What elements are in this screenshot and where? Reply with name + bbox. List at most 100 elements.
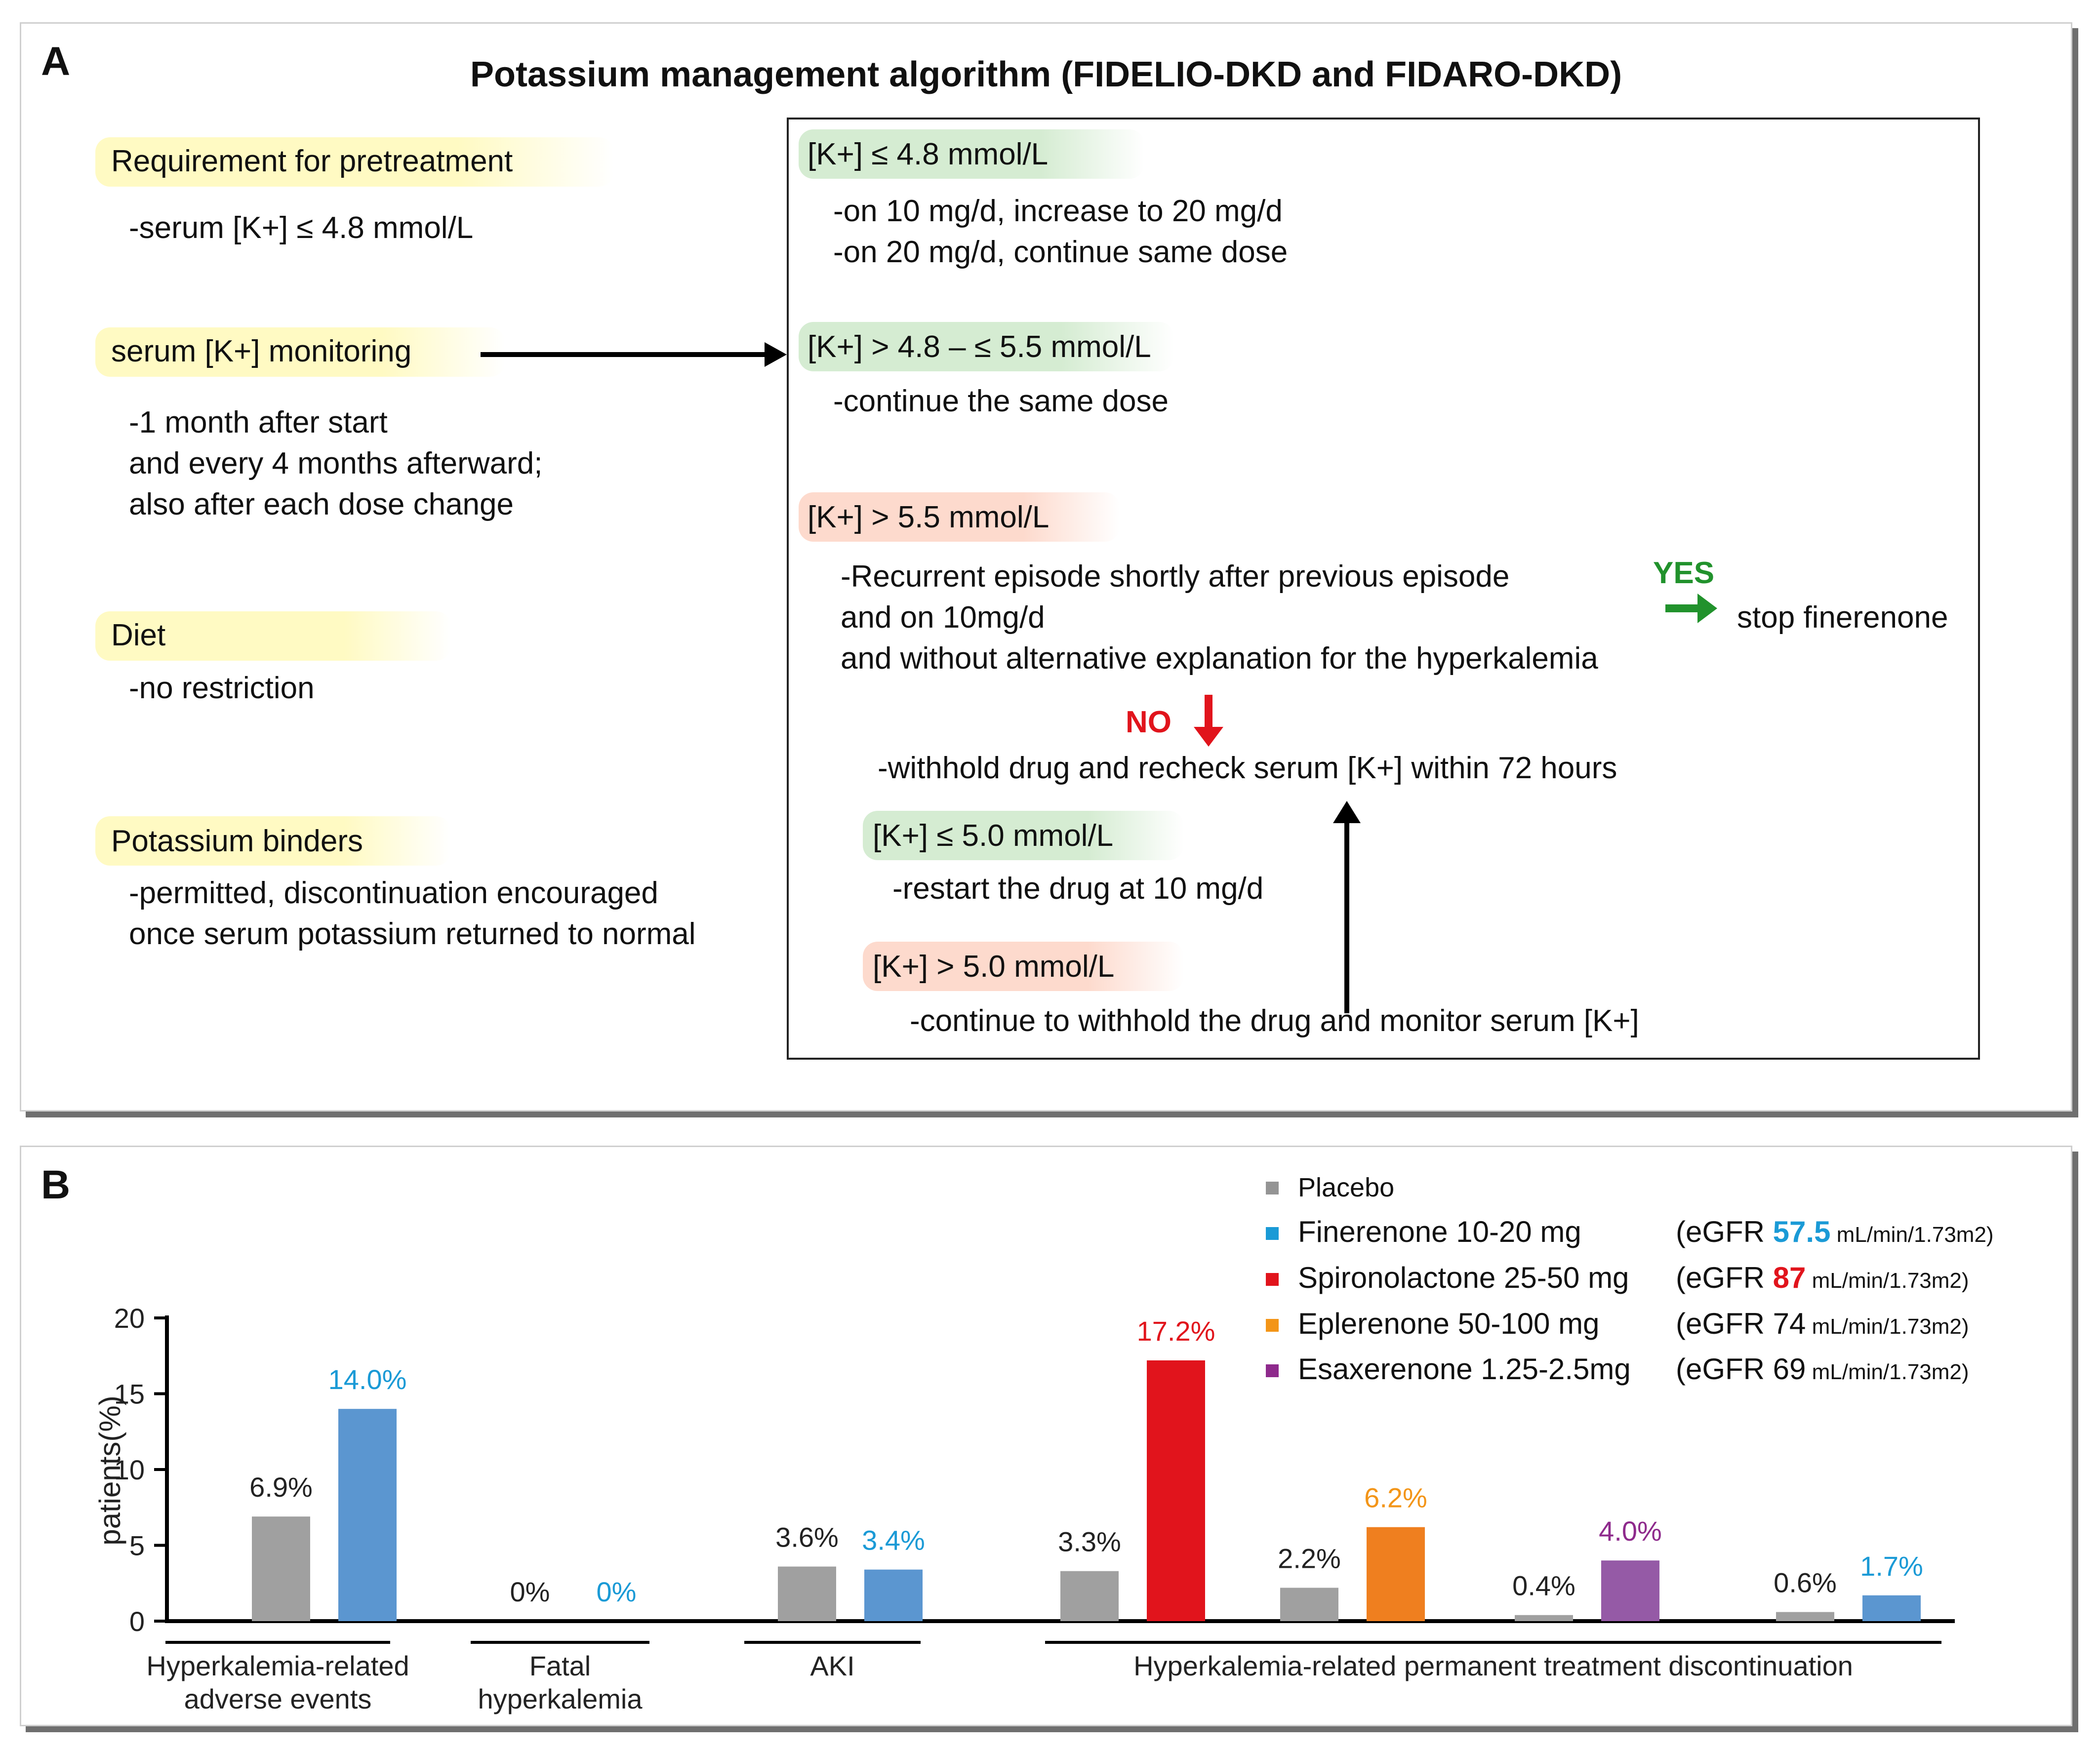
binders-line-1: -permitted, discontinuation encouraged bbox=[129, 876, 658, 910]
legend-label-eplerenone: Eplerenone 50-100 mg bbox=[1298, 1307, 1600, 1340]
bar-value-label: 0% bbox=[597, 1576, 637, 1607]
highlight-monitoring bbox=[95, 327, 505, 377]
highlight-k-gt-50 bbox=[863, 942, 1184, 991]
k-gt-55-line-2: and on 10mg/d bbox=[841, 600, 1045, 635]
bar bbox=[252, 1516, 310, 1621]
bar-value-label: 3.4% bbox=[862, 1525, 925, 1556]
bar-value-label: 0% bbox=[510, 1576, 550, 1607]
legend-swatch-eplerenone bbox=[1266, 1319, 1279, 1332]
bar bbox=[1601, 1560, 1659, 1621]
yes-label: YES bbox=[1653, 556, 1715, 590]
bar-value-label: 2.2% bbox=[1278, 1543, 1341, 1574]
bar-value-label: 4.0% bbox=[1599, 1515, 1662, 1547]
bar bbox=[778, 1566, 836, 1621]
k-le-50-line: -restart the drug at 10 mg/d bbox=[892, 872, 1264, 906]
legend-swatch-finerenone bbox=[1266, 1227, 1279, 1240]
bar-value-label: 17.2% bbox=[1137, 1315, 1215, 1347]
egfr-value-spironolactone: 87 bbox=[1773, 1261, 1806, 1294]
y-tick-label: 0 bbox=[129, 1606, 145, 1637]
bar bbox=[1147, 1360, 1205, 1621]
y-axis-label: patients(%) bbox=[93, 1395, 126, 1545]
legend-egfr-esaxerenone: (eGFR 69 mL/min/1.73m2) bbox=[1676, 1352, 1969, 1386]
group-label: Hyperkalemia-related bbox=[146, 1650, 409, 1681]
monitoring-line-3: also after each dose change bbox=[129, 487, 514, 521]
diet-text: -no restriction bbox=[129, 671, 315, 705]
highlight-k-le-48 bbox=[799, 129, 1144, 179]
panel-a: A Potassium management algorithm (FIDELI… bbox=[20, 22, 2072, 1112]
monitoring-heading: serum [K+] monitoring bbox=[111, 334, 412, 368]
legend-egfr-spironolactone: (eGFR 87 mL/min/1.73m2) bbox=[1676, 1261, 1969, 1294]
egfr-value-esaxerenone: 69 bbox=[1773, 1352, 1806, 1386]
highlight-pretreatment bbox=[95, 137, 614, 187]
legend-egfr-eplerenone: (eGFR 74 mL/min/1.73m2) bbox=[1676, 1307, 1969, 1340]
legend-swatch-spironolactone bbox=[1266, 1273, 1279, 1286]
bar-value-label: 6.2% bbox=[1364, 1482, 1427, 1513]
monitoring-line-2: and every 4 months afterward; bbox=[129, 446, 543, 480]
bar bbox=[1515, 1615, 1573, 1621]
binders-line-2: once serum potassium returned to normal bbox=[129, 917, 696, 951]
egfr-value-finerenone: 57.5 bbox=[1773, 1215, 1831, 1248]
arrow-to-algorithm bbox=[481, 342, 787, 367]
bar bbox=[1060, 1571, 1119, 1621]
k-gt-55-line-3: and without alternative explanation for … bbox=[841, 641, 1598, 676]
k-48-55-label: [K+] > 4.8 – ≤ 5.5 mmol/L bbox=[808, 330, 1151, 364]
panel-label-b: B bbox=[41, 1162, 71, 1207]
panel-a-title: Potassium management algorithm (FIDELIO-… bbox=[470, 55, 1622, 94]
bar-value-label: 6.9% bbox=[249, 1472, 313, 1503]
k-gt-55-line-1: -Recurrent episode shortly after previou… bbox=[841, 559, 1510, 594]
diet-heading: Diet bbox=[111, 618, 166, 652]
binders-heading: Potassium binders bbox=[111, 824, 363, 858]
group-label: adverse events bbox=[184, 1683, 372, 1714]
highlight-diet bbox=[95, 611, 451, 661]
panel-label-a: A bbox=[41, 39, 71, 84]
legend-swatch-esaxerenone bbox=[1266, 1364, 1279, 1377]
legend-swatch-placebo bbox=[1266, 1182, 1279, 1194]
y-tick-label: 10 bbox=[114, 1454, 145, 1485]
no-label: NO bbox=[1126, 705, 1171, 739]
legend-label-spironolactone: Spironolactone 25-50 mg bbox=[1298, 1261, 1629, 1294]
bar-value-label: 3.6% bbox=[775, 1521, 839, 1552]
bar-value-label: 3.3% bbox=[1058, 1526, 1121, 1557]
bar-value-label: 1.7% bbox=[1860, 1551, 1923, 1582]
bar bbox=[1862, 1595, 1921, 1621]
no-arrow-icon bbox=[1194, 695, 1223, 747]
k-gt-50-label: [K+] > 5.0 mmol/L bbox=[873, 950, 1115, 984]
k-gt-50-line: -continue to withhold the drug and monit… bbox=[910, 1004, 1639, 1038]
group-label: Hyperkalemia-related permanent treatment… bbox=[1133, 1650, 1853, 1681]
group-label: Fatal bbox=[529, 1650, 591, 1681]
k-le-50-label: [K+] ≤ 5.0 mmol/L bbox=[873, 819, 1114, 853]
yes-arrow-icon bbox=[1665, 594, 1717, 623]
highlight-k-le-50 bbox=[863, 811, 1184, 860]
bar bbox=[338, 1409, 397, 1621]
highlight-k-48-55 bbox=[799, 322, 1174, 371]
y-tick-label: 15 bbox=[114, 1379, 145, 1410]
highlight-binders bbox=[95, 816, 451, 866]
bar-value-label: 0.6% bbox=[1774, 1567, 1837, 1598]
k-le-48-label: [K+] ≤ 4.8 mmol/L bbox=[808, 137, 1049, 171]
egfr-value-eplerenone: 74 bbox=[1773, 1307, 1806, 1340]
k-gt-55-label: [K+] > 5.5 mmol/L bbox=[808, 500, 1050, 534]
legend-egfr-finerenone: (eGFR 57.5 mL/min/1.73m2) bbox=[1676, 1215, 1994, 1248]
bar bbox=[1280, 1588, 1338, 1621]
y-tick-label: 20 bbox=[114, 1303, 145, 1334]
algorithm-box: [K+] ≤ 4.8 mmol/L -on 10 mg/d, increase … bbox=[787, 118, 1980, 1060]
group-label: hyperkalemia bbox=[478, 1683, 643, 1714]
bar-value-label: 0.4% bbox=[1512, 1570, 1575, 1601]
bar bbox=[1776, 1612, 1834, 1621]
bar bbox=[1367, 1527, 1425, 1621]
legend-label-placebo: Placebo bbox=[1298, 1173, 1395, 1202]
pretreatment-text: -serum [K+] ≤ 4.8 mmol/L bbox=[129, 211, 474, 245]
legend-label-esaxerenone: Esaxerenone 1.25-2.5mg bbox=[1298, 1352, 1631, 1386]
y-tick-label: 5 bbox=[129, 1530, 145, 1561]
group-label: AKI bbox=[810, 1650, 854, 1681]
recheck-arrow-icon bbox=[1333, 801, 1361, 1013]
bar bbox=[864, 1569, 923, 1621]
monitoring-line-1: -1 month after start bbox=[129, 405, 388, 439]
highlight-k-gt-55 bbox=[799, 492, 1120, 542]
k-le-48-line-1: -on 10 mg/d, increase to 20 mg/d bbox=[833, 194, 1283, 228]
bar-chart: 05101520patients(%)6.9%14.0%Hyperkalemia… bbox=[93, 1303, 1955, 1714]
withhold-text: -withhold drug and recheck serum [K+] wi… bbox=[878, 751, 1617, 785]
k-le-48-line-2: -on 20 mg/d, continue same dose bbox=[833, 235, 1288, 269]
panel-b: B Placebo Finerenone 10-20 mg (eGFR 57.5… bbox=[20, 1146, 2072, 1726]
legend-label-finerenone: Finerenone 10-20 mg bbox=[1298, 1215, 1581, 1248]
